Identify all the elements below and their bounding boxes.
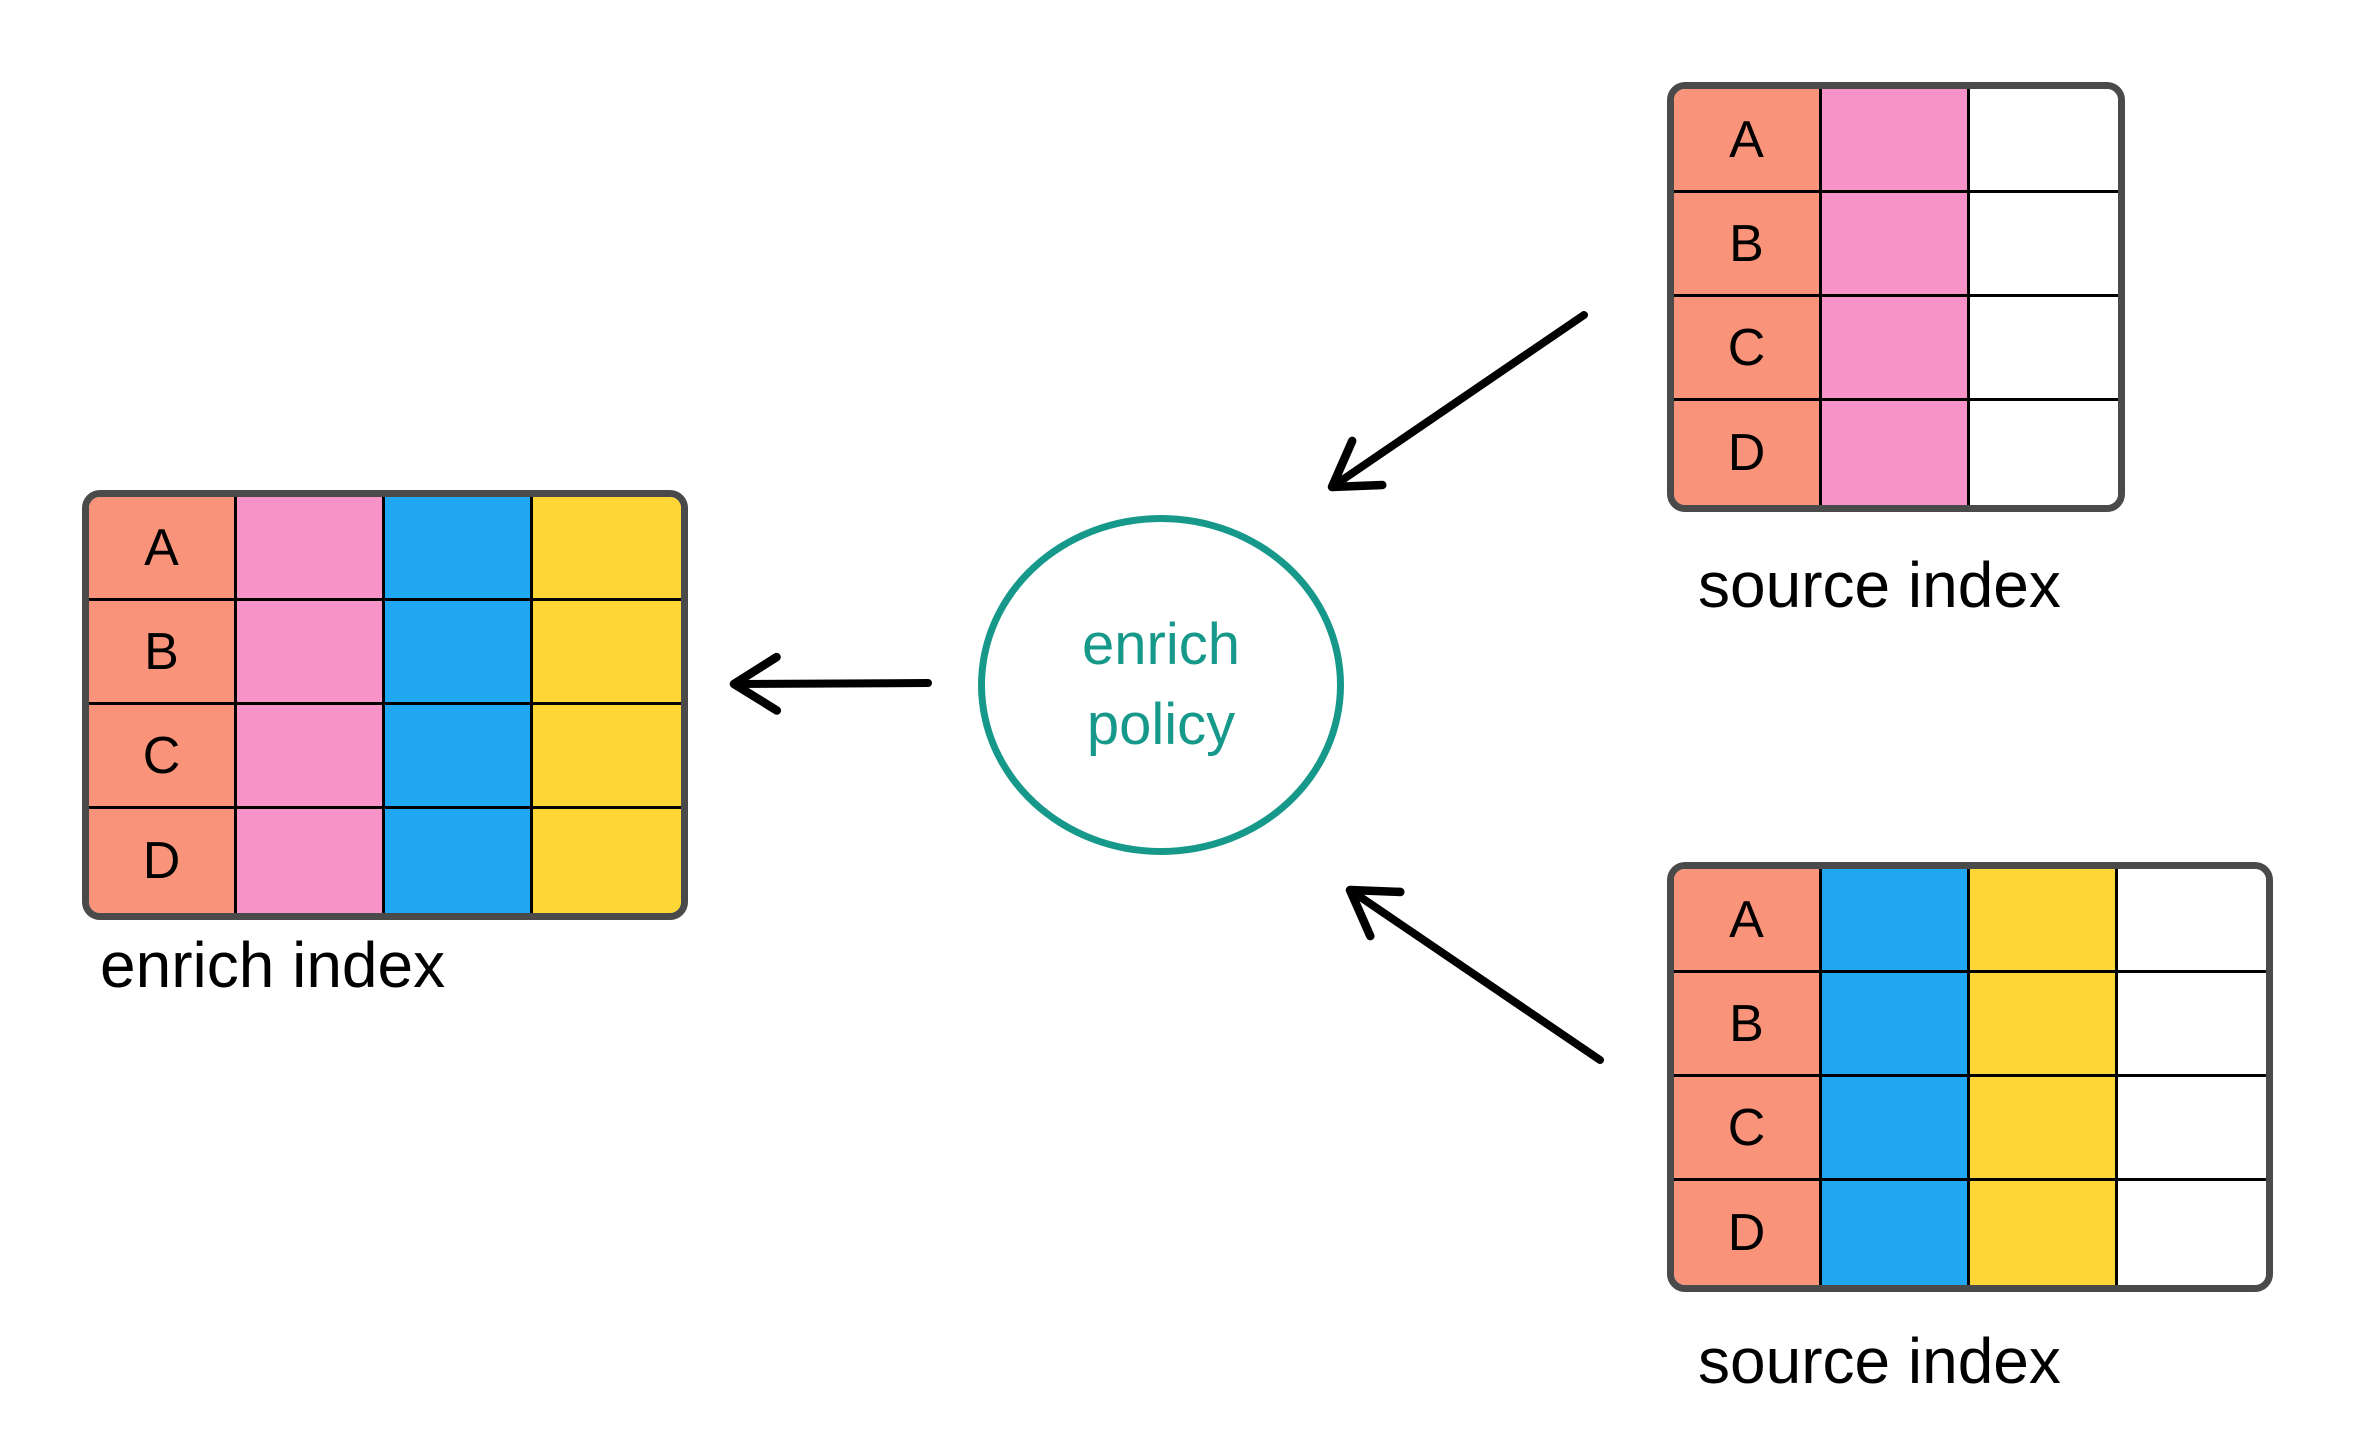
arrow-source-bottom-to-policy-icon <box>1345 885 1604 1064</box>
cell-C-pink <box>237 705 385 809</box>
cell-D-pink <box>1822 401 1970 505</box>
arrow-policy-to-enrich-index-icon <box>729 652 932 715</box>
cell-B-blue <box>385 601 533 705</box>
cell-A-salmon: A <box>1674 869 1822 973</box>
enrich-policy-label: enrich policy <box>1082 605 1240 765</box>
cell-C-white <box>2118 1077 2266 1181</box>
cell-B-yellow <box>1970 973 2118 1077</box>
cell-D-white <box>2118 1181 2266 1285</box>
cell-D-blue <box>385 809 533 913</box>
cell-D-blue <box>1822 1181 1970 1285</box>
cell-A-white <box>1970 89 2118 193</box>
cell-A-blue <box>385 497 533 601</box>
cell-B-white <box>1970 193 2118 297</box>
cell-A-pink <box>237 497 385 601</box>
cell-B-salmon: B <box>1674 193 1822 297</box>
cell-C-pink <box>1822 297 1970 401</box>
enrich-policy-circle: enrich policy <box>978 515 1344 855</box>
cell-D-pink <box>237 809 385 913</box>
cell-A-salmon: A <box>89 497 237 601</box>
cell-C-blue <box>385 705 533 809</box>
cell-A-salmon: A <box>1674 89 1822 193</box>
cell-A-white <box>2118 869 2266 973</box>
cell-D-salmon: D <box>89 809 237 913</box>
arrow-source-top-to-policy-icon <box>1327 311 1588 492</box>
enrich-index-label: enrich index <box>100 929 446 1001</box>
cell-C-white <box>1970 297 2118 401</box>
cell-B-salmon: B <box>1674 973 1822 1077</box>
cell-A-yellow <box>533 497 681 601</box>
cell-B-pink <box>237 601 385 705</box>
cell-D-yellow <box>533 809 681 913</box>
cell-C-salmon: C <box>1674 1077 1822 1181</box>
source-index-bottom-label: source index <box>1698 1325 2061 1397</box>
source-index-top-label: source index <box>1698 549 2061 621</box>
cell-C-blue <box>1822 1077 1970 1181</box>
enrich-policy-label-line2: policy <box>1086 692 1236 757</box>
cell-A-blue <box>1822 869 1970 973</box>
cell-D-salmon: D <box>1674 1181 1822 1285</box>
cell-B-white <box>2118 973 2266 1077</box>
cell-D-yellow <box>1970 1181 2118 1285</box>
cell-B-pink <box>1822 193 1970 297</box>
cell-C-salmon: C <box>1674 297 1822 401</box>
cell-D-salmon: D <box>1674 401 1822 505</box>
cell-C-yellow <box>1970 1077 2118 1181</box>
enrich-policy-label-line1: enrich <box>1082 612 1240 677</box>
cell-B-salmon: B <box>89 601 237 705</box>
cell-A-yellow <box>1970 869 2118 973</box>
cell-D-white <box>1970 401 2118 505</box>
cell-C-salmon: C <box>89 705 237 809</box>
cell-A-pink <box>1822 89 1970 193</box>
cell-C-yellow <box>533 705 681 809</box>
cell-B-blue <box>1822 973 1970 1077</box>
cell-B-yellow <box>533 601 681 705</box>
